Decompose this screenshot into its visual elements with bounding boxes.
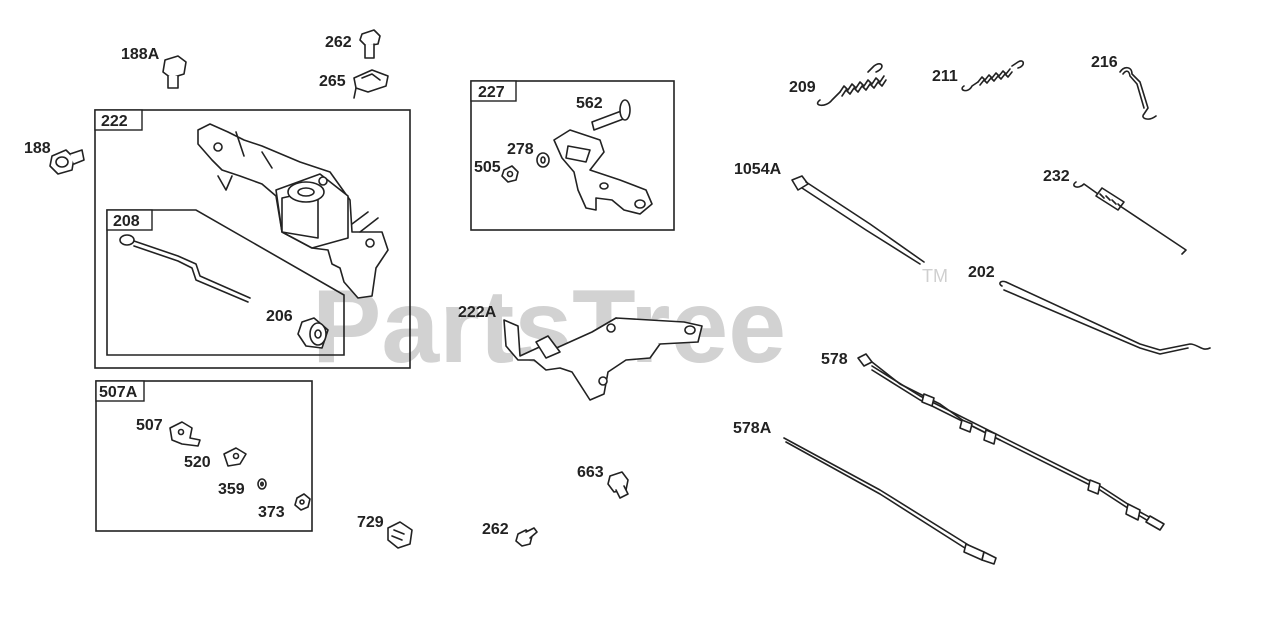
callout-729: 729	[357, 514, 384, 531]
part-188[interactable]: 188	[24, 140, 85, 175]
part-governor-link[interactable]	[119, 234, 251, 303]
callout-359: 359	[218, 481, 245, 498]
callout-188: 188	[24, 140, 51, 157]
part-206[interactable]: 206	[266, 308, 329, 349]
part-throttle-lever[interactable]	[553, 129, 653, 215]
callout-265: 265	[319, 73, 346, 90]
part-1054A[interactable]: 1054A	[734, 161, 925, 265]
callout-520: 520	[184, 454, 211, 471]
callout-216: 216	[1091, 54, 1118, 71]
callout-209: 209	[789, 79, 816, 96]
callout-202: 202	[968, 264, 995, 281]
callout-188A: 188A	[121, 46, 160, 63]
group-box-label-222: 222	[101, 113, 128, 130]
group-box-227[interactable]: 227	[470, 80, 675, 231]
part-188A[interactable]: 188A	[121, 46, 187, 89]
callout-578A: 578A	[733, 420, 772, 437]
callout-278: 278	[507, 141, 534, 158]
part-202[interactable]: 202	[968, 264, 1211, 355]
group-box-222[interactable]: 222	[94, 109, 411, 369]
part-216[interactable]: 216	[1091, 54, 1157, 120]
part-211[interactable]: 211	[932, 60, 1025, 92]
callout-373: 373	[258, 504, 285, 521]
part-578[interactable]: 578	[821, 351, 1165, 531]
callout-505: 505	[474, 159, 501, 176]
part-265[interactable]: 265	[319, 69, 389, 99]
part-222A[interactable]: 222A	[458, 304, 703, 401]
group-box-label-507A: 507A	[99, 384, 138, 401]
group-box-label-227: 227	[478, 84, 505, 101]
callout-211: 211	[932, 68, 958, 85]
callout-507: 507	[136, 417, 163, 434]
part-578A[interactable]: 578A	[733, 420, 997, 565]
part-262-top[interactable]: 262	[325, 29, 381, 59]
group-box-208[interactable]: 208	[106, 209, 345, 356]
part-governor-bracket[interactable]	[197, 123, 389, 299]
callout-206: 206	[266, 308, 293, 325]
part-278[interactable]: 278	[507, 141, 550, 168]
callout-663: 663	[577, 464, 604, 481]
group-box-label-208: 208	[113, 213, 140, 230]
part-729[interactable]: 729	[357, 514, 413, 549]
callout-262-top: 262	[325, 34, 352, 51]
part-373[interactable]: 373	[258, 493, 311, 521]
part-663[interactable]: 663	[577, 464, 629, 499]
callout-562: 562	[576, 95, 603, 112]
part-520[interactable]: 520	[184, 447, 247, 471]
callout-232: 232	[1043, 168, 1070, 185]
part-262-bottom[interactable]: 262	[482, 521, 538, 547]
group-box-507A[interactable]: 507A	[95, 380, 313, 532]
callout-1054A: 1054A	[734, 161, 782, 178]
part-507[interactable]: 507	[136, 417, 201, 447]
part-232[interactable]: 232	[1043, 168, 1187, 255]
callout-262-bottom: 262	[482, 521, 509, 538]
callout-578: 578	[821, 351, 848, 368]
callout-222A: 222A	[458, 304, 497, 321]
part-209[interactable]: 209	[789, 63, 887, 107]
part-359[interactable]: 359	[218, 478, 267, 498]
part-562[interactable]: 562	[576, 95, 631, 131]
watermark-trademark: TM	[922, 266, 948, 286]
part-505[interactable]: 505	[474, 159, 519, 183]
